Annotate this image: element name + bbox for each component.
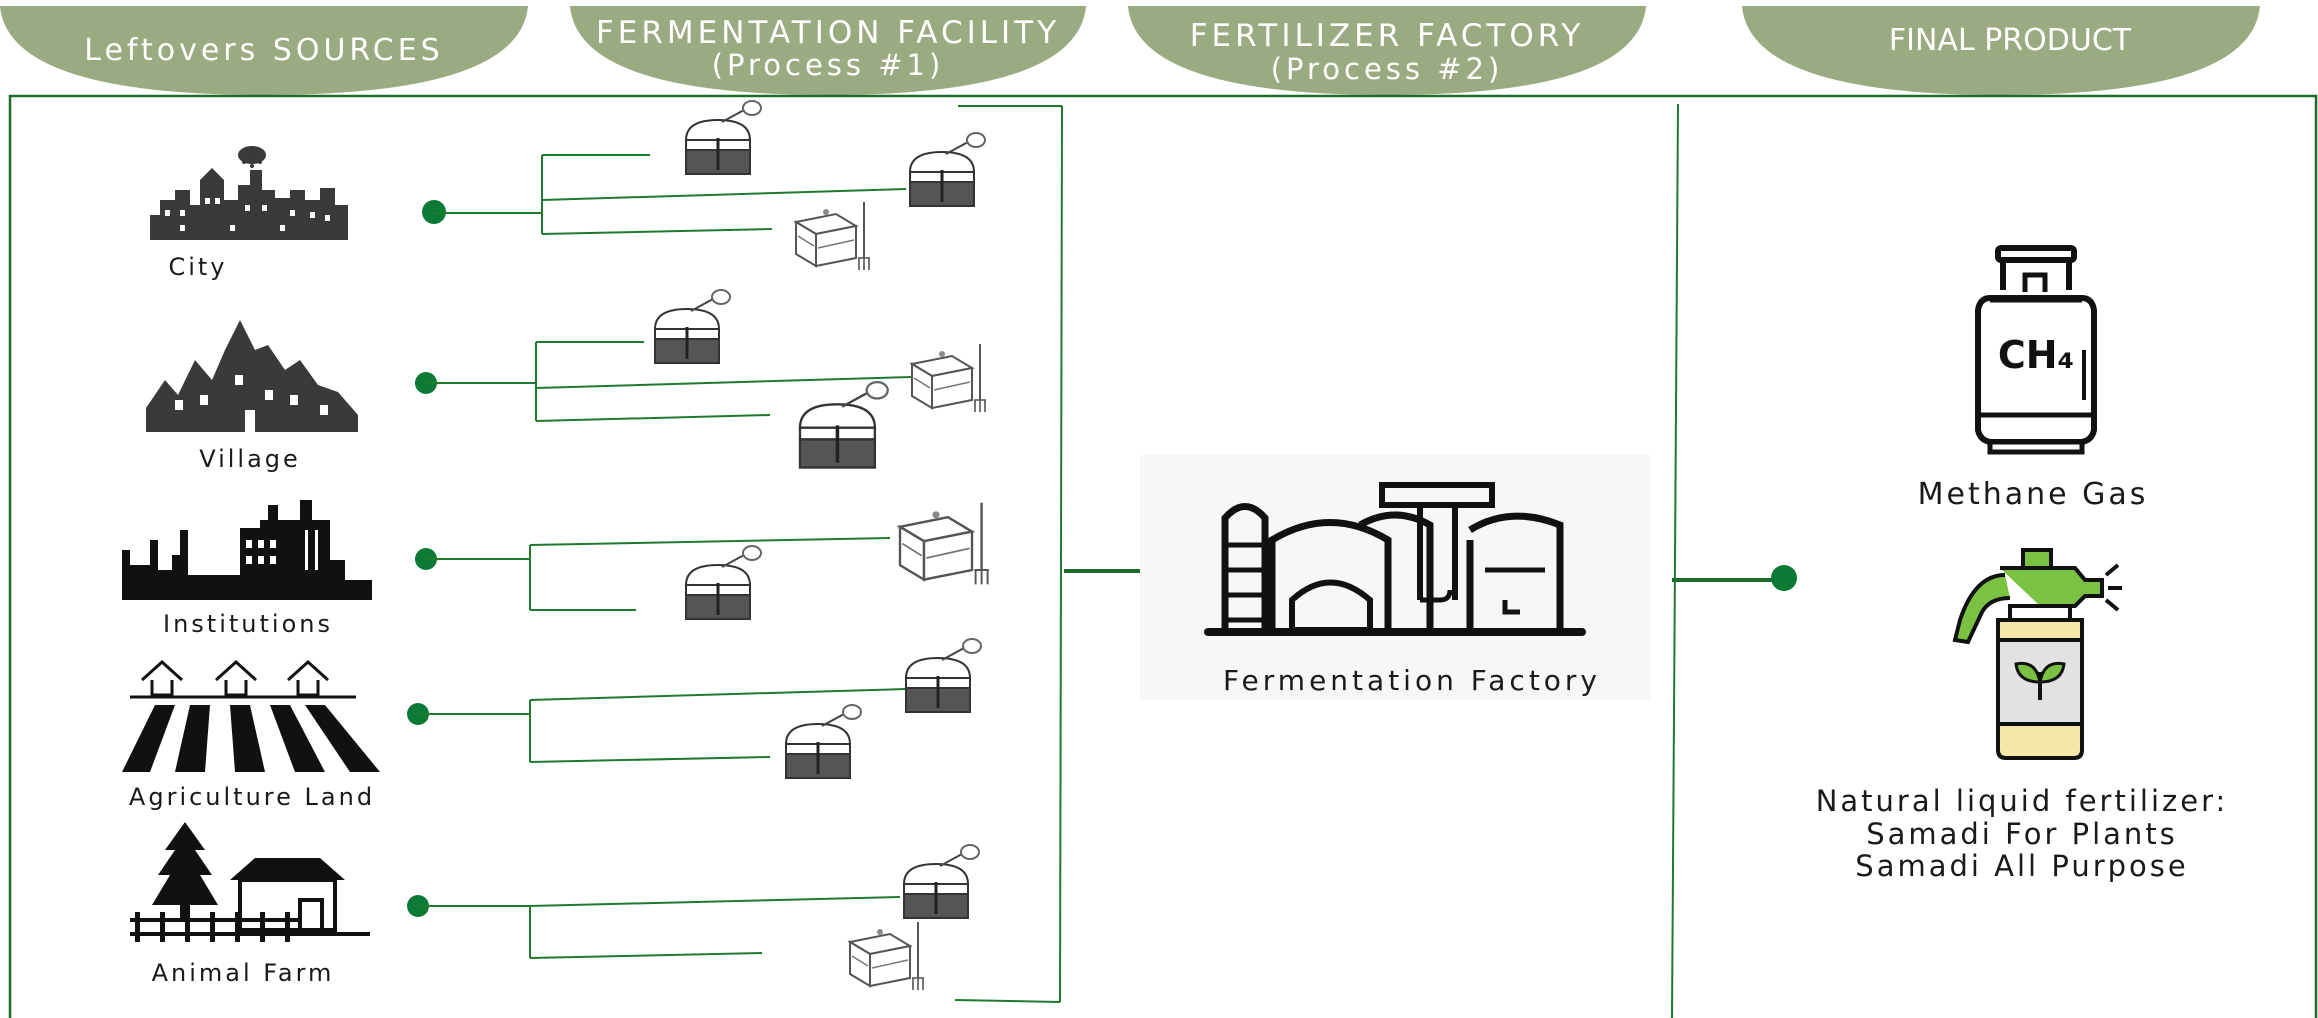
digester-tank-icon	[784, 703, 863, 780]
city-branch	[422, 154, 907, 235]
product-label-methane: Methane Gas	[1918, 477, 2149, 512]
agriculture-branch	[407, 688, 906, 763]
village-icon	[146, 320, 358, 432]
digester-tank-icon	[653, 288, 732, 365]
header-process1-title: FERMENTATION FACILITY	[596, 15, 1060, 51]
industrial-buildings-icon	[122, 500, 372, 600]
source-label-animal-farm: Animal Farm	[152, 959, 335, 987]
digester-tank-icon	[908, 131, 987, 208]
compost-crate-icon	[849, 921, 925, 991]
svg-text:CH₄: CH₄	[1998, 333, 2074, 377]
compost-crate-icon	[898, 501, 990, 586]
animal-farm-branch	[407, 895, 901, 959]
methane-cylinder-icon: CH₄	[1975, 245, 2097, 455]
digester-tank-icon	[798, 380, 890, 470]
institutions-branch	[415, 537, 891, 611]
compost-crate-icon	[795, 201, 871, 271]
final-connector	[1671, 103, 1797, 1018]
header-process2-bg	[1128, 6, 1646, 95]
product-label-fertilizer-line3: Samadi All Purpose	[1855, 849, 2188, 883]
header-process1-subtitle: (Process #1)	[712, 48, 945, 82]
source-label-city: City	[168, 253, 227, 281]
header-final: FINAL PRODUCT	[1889, 23, 2132, 58]
city-skyline-icon	[150, 146, 348, 240]
header-process1-bg	[570, 6, 1086, 95]
digester-tank-icon	[904, 637, 983, 714]
header-process2-subtitle: (Process #2)	[1271, 52, 1504, 86]
digester-tank-icon	[902, 843, 981, 920]
source-label-institutions: Institutions	[163, 610, 333, 638]
farmland-icon	[122, 659, 380, 772]
header-process2-title: FERTILIZER FACTORY	[1190, 18, 1585, 54]
factory-label: Fermentation Factory	[1223, 664, 1601, 697]
header-sources-bg	[0, 6, 528, 95]
digester-tank-icon	[684, 544, 763, 621]
header-sources: Leftovers SOURCES	[84, 33, 443, 68]
barn-farm-icon	[130, 822, 370, 942]
compost-crate-icon	[911, 343, 987, 413]
source-label-agriculture: Agriculture Land	[129, 783, 375, 811]
source-label-village: Village	[199, 445, 301, 473]
village-branch	[415, 341, 913, 422]
header-final-bg	[1742, 6, 2260, 95]
product-label-fertilizer-line2: Samadi For Plants	[1866, 817, 2178, 851]
fertilizer-sprayer-icon	[1952, 548, 2122, 760]
product-label-fertilizer-line1: Natural liquid fertilizer:	[1816, 784, 2229, 818]
digester-tank-icon	[684, 99, 763, 176]
frame-border	[8, 94, 2318, 1018]
biogas-factory-icon	[1140, 455, 1650, 700]
